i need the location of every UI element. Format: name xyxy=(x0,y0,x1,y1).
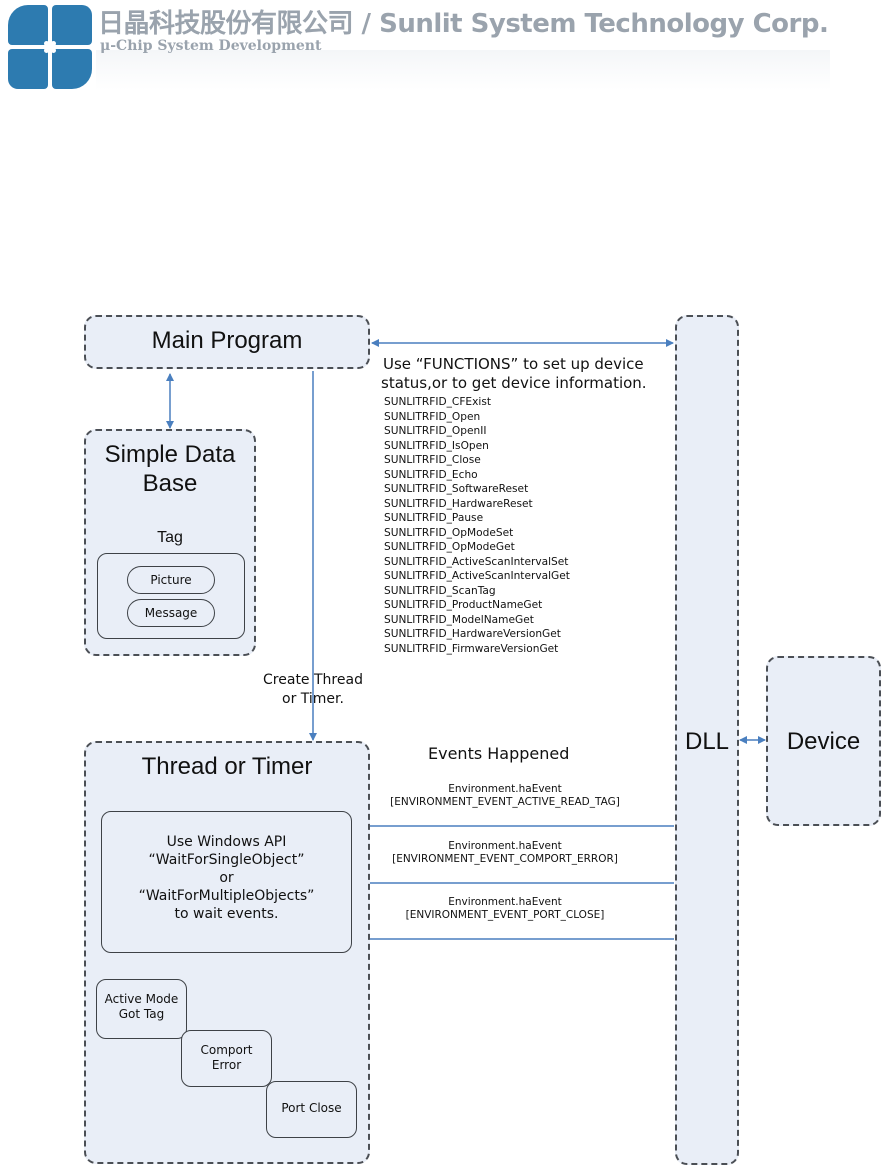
function-item: SUNLITRFID_HardwareReset xyxy=(384,497,533,510)
function-item: SUNLITRFID_ProductNameGet xyxy=(384,599,543,611)
outcome-port-close: Port Close xyxy=(266,1081,357,1138)
database-box: Simple Data Base Tag Picture Message xyxy=(84,429,256,656)
function-item: SUNLITRFID_FirmwareVersionGet xyxy=(384,642,559,655)
function-item: SUNLITRFID_OpenII xyxy=(384,425,487,437)
outcome-comport-error-line1: Comport xyxy=(200,1043,253,1057)
wait-line: to wait events. xyxy=(174,906,279,922)
event-label-line2: [ENVIRONMENT_EVENT_COMPORT_ERROR] xyxy=(392,853,618,865)
function-item: SUNLITRFID_SoftwareReset xyxy=(384,483,529,495)
event-label-line2: [ENVIRONMENT_EVENT_PORT_CLOSE] xyxy=(405,909,605,921)
function-item: SUNLITRFID_HardwareVersionGet xyxy=(384,628,561,640)
function-item: SUNLITRFID_ActiveScanIntervalGet xyxy=(384,570,570,582)
function-item: SUNLITRFID_ModelNameGet xyxy=(384,613,534,626)
event-label-line1: Environment.haEvent xyxy=(448,896,562,908)
create-thread-label-line1: Create Thread xyxy=(263,672,363,688)
functions-note-line1: Use “FUNCTIONS” to set up device xyxy=(383,355,644,373)
company-logo xyxy=(8,5,92,89)
function-list: SUNLITRFID_CFExist SUNLITRFID_Open SUNLI… xyxy=(384,395,570,656)
function-item: SUNLITRFID_ActiveScanIntervalSet xyxy=(384,555,569,568)
function-item: SUNLITRFID_CFExist xyxy=(384,396,492,408)
device-box: Device xyxy=(766,656,881,826)
wait-line: “WaitForSingleObject” xyxy=(148,852,305,868)
functions-note-line2: status,or to get device information. xyxy=(381,374,647,392)
event-label-active-read-tag: Environment.haEvent [ENVIRONMENT_EVENT_A… xyxy=(364,783,646,809)
thread-timer-title: Thread or Timer xyxy=(141,753,313,780)
wait-line: or xyxy=(219,870,234,886)
function-item: SUNLITRFID_Echo xyxy=(384,468,478,481)
wait-line: Use Windows API xyxy=(166,834,287,850)
event-label-line1: Environment.haEvent xyxy=(448,840,562,852)
outcome-port-close-line1: Port Close xyxy=(281,1101,342,1115)
outcome-comport-error-line2: Error xyxy=(211,1058,242,1072)
event-label-comport-error: Environment.haEvent [ENVIRONMENT_EVENT_C… xyxy=(364,840,646,866)
company-name: 日晶科技股份有限公司 / Sunlit System Technology Co… xyxy=(98,9,829,39)
main-program-title: Main Program xyxy=(151,327,303,354)
outcome-comport-error: Comport Error xyxy=(181,1030,272,1087)
function-item: SUNLITRFID_OpModeSet xyxy=(384,526,514,539)
tag-field-message: Message xyxy=(127,599,215,627)
company-tagline: μ-Chip System Development xyxy=(100,38,322,54)
function-item: SUNLITRFID_Close xyxy=(384,454,481,466)
outcome-active-mode: Active Mode Got Tag xyxy=(96,979,187,1039)
function-item: SUNLITRFID_Pause xyxy=(384,512,484,524)
function-item: SUNLITRFID_ScanTag xyxy=(384,584,496,597)
events-title: Events Happened xyxy=(428,744,570,763)
create-thread-label-line2: or Timer. xyxy=(282,691,344,707)
outcome-active-mode-line1: Active Mode xyxy=(104,992,179,1006)
event-label-line1: Environment.haEvent xyxy=(448,783,562,795)
wait-line: “WaitForMultipleObjects” xyxy=(138,888,315,904)
header-band xyxy=(96,50,830,90)
function-item: SUNLITRFID_Open xyxy=(384,410,481,423)
database-title-line1: Simple Data xyxy=(104,441,236,468)
dll-title: DLL xyxy=(684,728,730,755)
dll-box: DLL xyxy=(675,315,739,1165)
event-label-port-close: Environment.haEvent [ENVIRONMENT_EVENT_P… xyxy=(364,896,646,922)
outcome-active-mode-line2: Got Tag xyxy=(118,1007,165,1021)
database-title-line2: Base xyxy=(142,470,198,497)
tag-field-picture: Picture xyxy=(127,566,215,594)
function-item: SUNLITRFID_OpModeGet xyxy=(384,541,515,553)
wait-events-box: Use Windows API “WaitForSingleObject” or… xyxy=(101,811,352,953)
function-item: SUNLITRFID_IsOpen xyxy=(384,439,489,452)
main-program-box: Main Program xyxy=(84,315,370,369)
event-label-line2: [ENVIRONMENT_EVENT_ACTIVE_READ_TAG] xyxy=(390,796,620,808)
tag-label: Tag xyxy=(157,529,183,546)
device-title: Device xyxy=(786,728,861,755)
